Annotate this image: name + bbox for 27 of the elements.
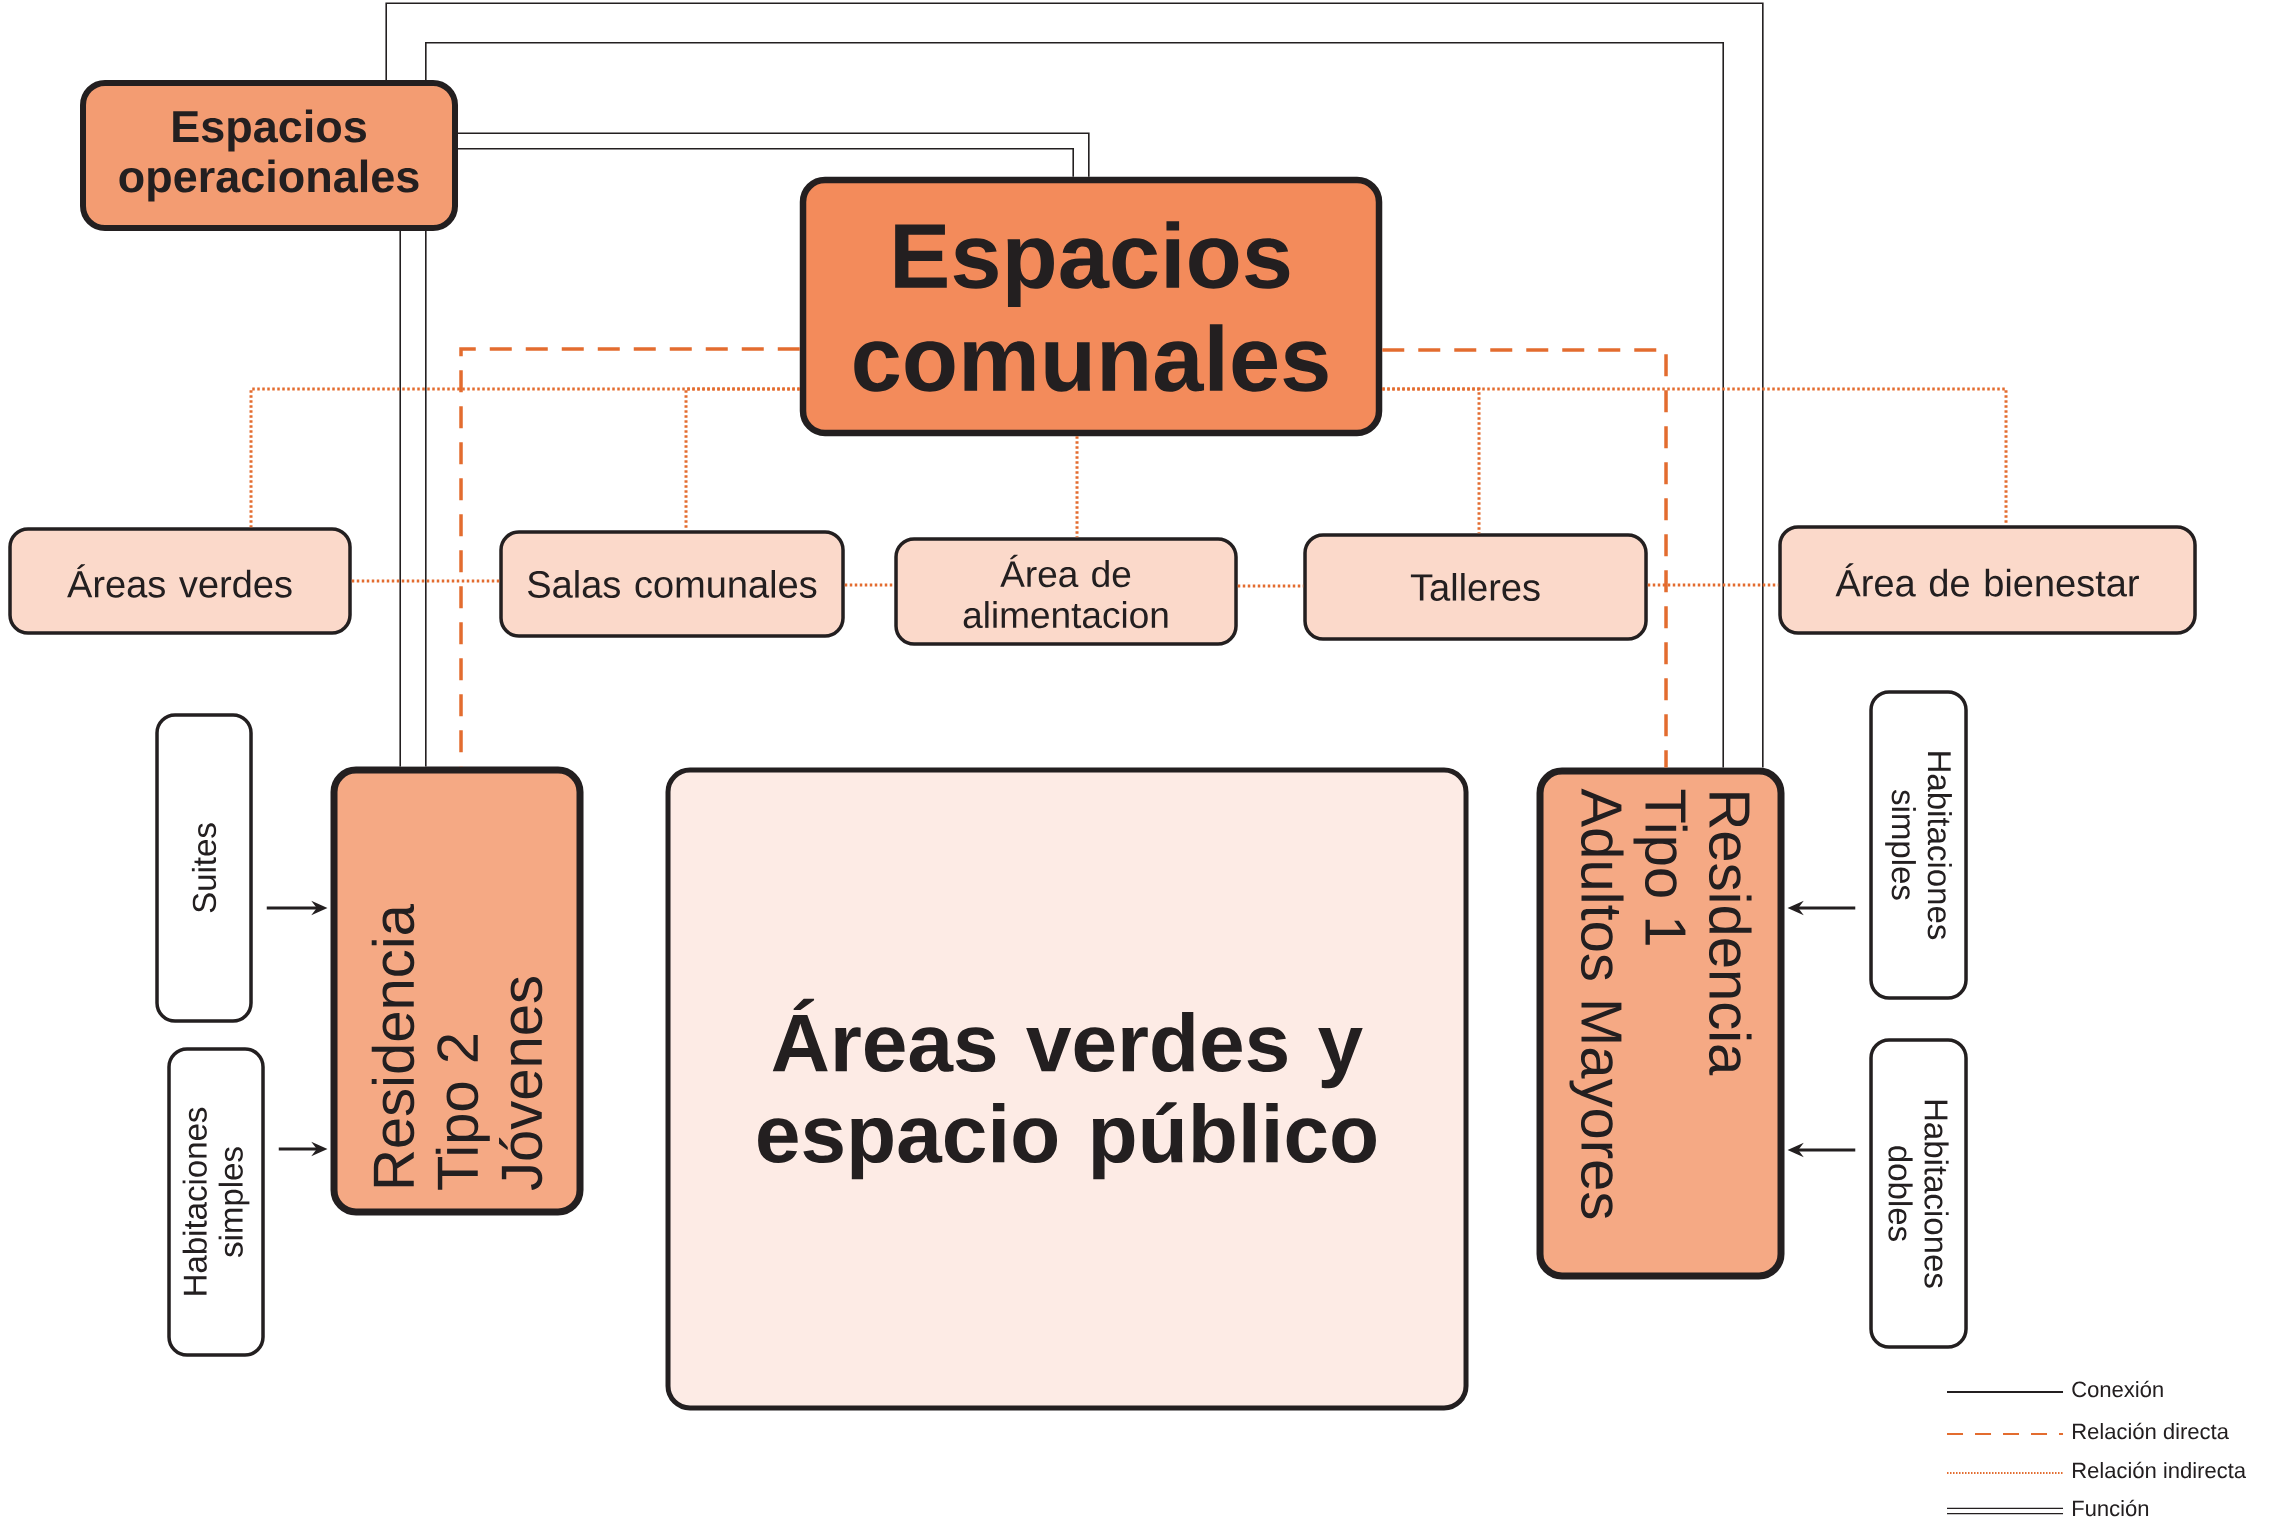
heading-box: Espacios operacionales [80,80,458,231]
dotted-line [351,579,500,583]
room-type-box: Habitaciones dobles [1869,1038,1968,1349]
double-line [385,2,1764,768]
central-area-box: Áreas verdes y espacio público [665,767,1469,1411]
area-box: Talleres [1303,533,1648,641]
residence-box: Residencia Tipo 2 Jóvenes [330,766,584,1216]
legend-label: Conexión [2072,1380,2163,1398]
legend-label: Función [2073,1499,2149,1517]
area-box: Área de bienestar [1778,525,2197,635]
dotted-line [1382,387,2008,526]
dotted-line [1075,436,1079,538]
area-box: Salas comunales [499,530,845,638]
area-box: Áreas verdes [8,527,352,635]
legend-label: Relación indirecta [2073,1461,2247,1479]
dashed-line [1382,348,1668,768]
double-line [458,132,1090,177]
dotted-line [684,387,800,531]
double-line [399,231,427,767]
legend-label: Relación directa [2073,1422,2229,1440]
room-type-box: Suites [155,713,253,1023]
room-type-box: Habitaciones simples [1869,690,1968,1000]
room-type-box: Habitaciones simples [167,1047,265,1357]
area-box: Área de alimentacion [894,537,1238,646]
residence-box: Residencia Tipo 1 Adultos Mayores [1536,767,1785,1280]
heading-box: Espacios comunales [799,176,1383,437]
dotted-line [844,583,895,587]
